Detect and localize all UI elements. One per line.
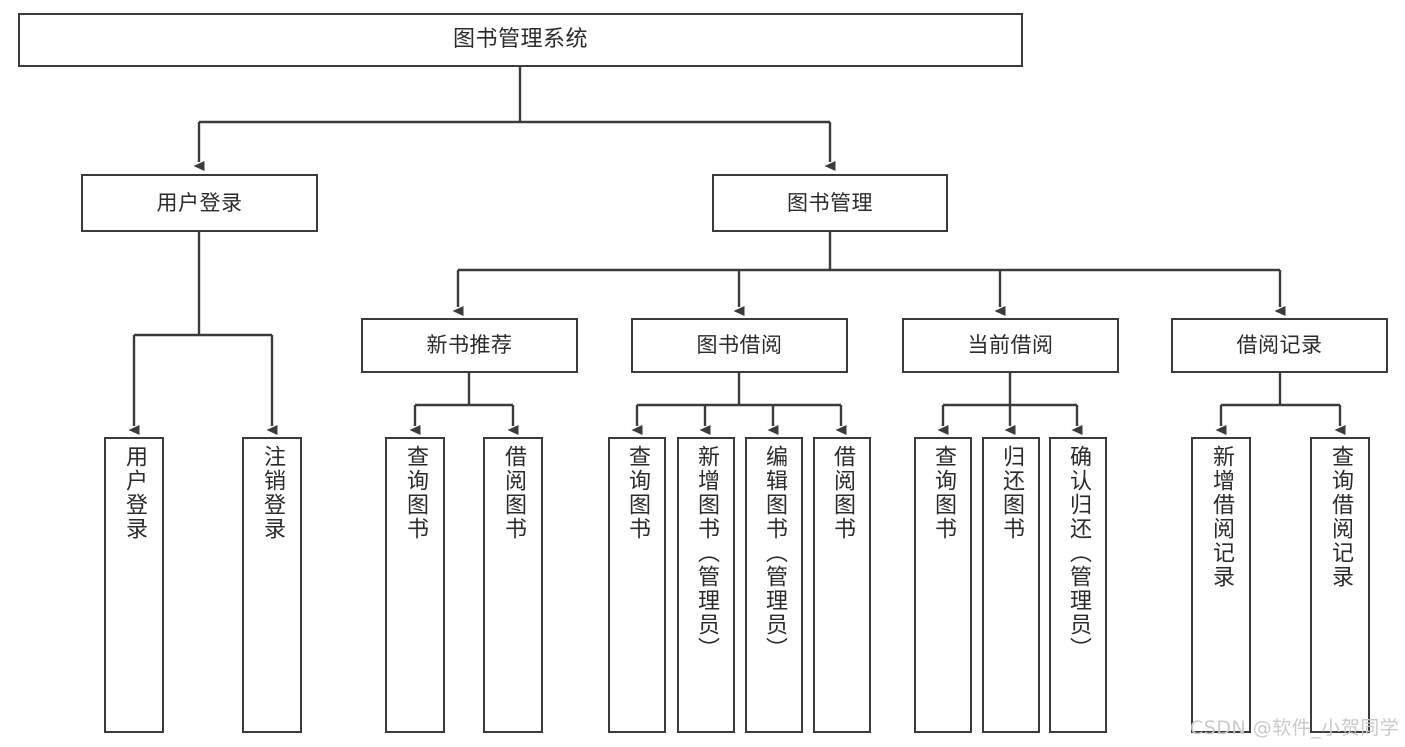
node-user-login[interactable]: 用户登录 [81,174,318,232]
node-leaf-borrow-book-1[interactable]: 借阅图书 [483,437,543,733]
node-current-borrow-label: 当前借阅 [967,333,1054,358]
node-leaf-borrow-book-2[interactable]: 借阅图书 [813,437,871,733]
node-leaf-edit-book-label: 编辑图书（管理员） [762,445,787,661]
node-leaf-borrow-book-2-label: 借阅图书 [830,445,855,541]
node-leaf-query-book-2[interactable]: 查询图书 [608,437,666,733]
node-leaf-query-record-label: 查询借阅记录 [1328,445,1353,589]
node-leaf-query-book-1-label: 查询图书 [403,445,428,541]
node-leaf-borrow-book-1-label: 借阅图书 [501,445,526,541]
node-leaf-confirm-return[interactable]: 确认归还（管理员） [1049,437,1107,733]
node-leaf-logout-login[interactable]: 注销登录 [242,437,302,733]
node-leaf-confirm-return-label: 确认归还（管理员） [1066,445,1091,661]
node-leaf-query-book-2-label: 查询图书 [625,445,650,541]
node-leaf-edit-book[interactable]: 编辑图书（管理员） [745,437,803,733]
node-leaf-return-book[interactable]: 归还图书 [982,437,1040,733]
node-leaf-add-record-label: 新增借阅记录 [1209,445,1234,589]
node-leaf-logout-login-label: 注销登录 [260,445,285,541]
node-leaf-user-login[interactable]: 用户登录 [104,437,164,733]
node-book-manage[interactable]: 图书管理 [712,174,948,232]
watermark-text: CSDN @软件_小贺同学 [1190,717,1400,739]
node-book-manage-label: 图书管理 [787,190,873,215]
node-new-book-recommend-label: 新书推荐 [426,333,513,358]
node-borrow-record[interactable]: 借阅记录 [1171,318,1388,373]
node-leaf-query-book-3-label: 查询图书 [931,445,956,541]
node-leaf-add-book-label: 新增图书（管理员） [694,445,719,661]
node-new-book-recommend[interactable]: 新书推荐 [361,318,578,373]
node-leaf-query-book-3[interactable]: 查询图书 [914,437,972,733]
node-book-borrow[interactable]: 图书借阅 [631,318,848,373]
node-leaf-user-login-label: 用户登录 [122,445,147,541]
node-leaf-query-record[interactable]: 查询借阅记录 [1310,437,1370,733]
node-borrow-record-label: 借阅记录 [1236,333,1323,358]
node-leaf-add-record[interactable]: 新增借阅记录 [1191,437,1251,733]
node-root-system-label: 图书管理系统 [452,27,588,53]
node-root-system[interactable]: 图书管理系统 [18,13,1023,67]
node-leaf-return-book-label: 归还图书 [999,445,1024,541]
node-user-login-label: 用户登录 [156,190,243,215]
node-current-borrow[interactable]: 当前借阅 [902,318,1119,373]
node-book-borrow-label: 图书借阅 [696,333,783,358]
node-leaf-query-book-1[interactable]: 查询图书 [385,437,445,733]
node-leaf-add-book[interactable]: 新增图书（管理员） [677,437,735,733]
